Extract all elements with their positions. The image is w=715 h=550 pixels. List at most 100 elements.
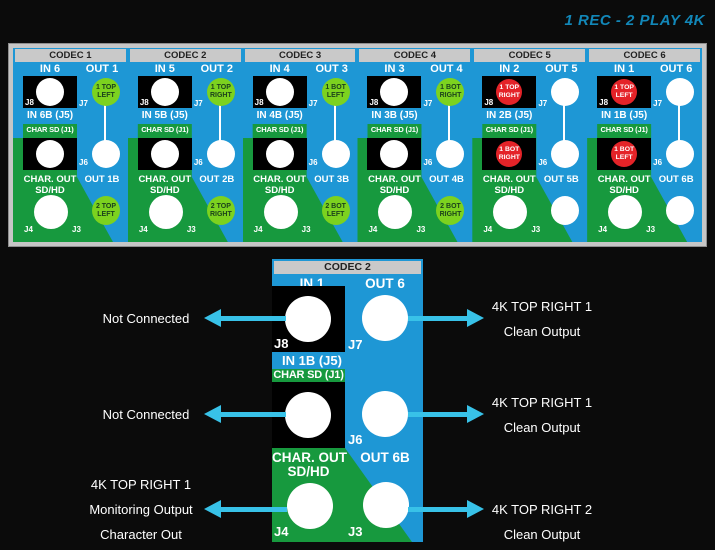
arrow-left-icon xyxy=(204,309,286,327)
out-label: OUT 2 xyxy=(200,63,234,75)
out-label: OUT 6 xyxy=(659,63,693,75)
out-b-circle xyxy=(206,140,235,168)
routing-pad-j7 xyxy=(551,78,580,106)
detail-char-out-label: CHAR. OUT xyxy=(272,450,347,465)
char-sd-jack-box xyxy=(137,138,192,170)
char-out-label: CHAR. OUT xyxy=(23,174,77,185)
sd-hd-label: SD/HD xyxy=(264,185,295,196)
jack-label-j6: J6 xyxy=(79,158,88,167)
jack-label-j7: J7 xyxy=(653,99,663,108)
jack-label-j3: J3 xyxy=(301,225,311,234)
char-sd-label: CHAR SD (J1) xyxy=(600,125,648,134)
detail-jack-j8-circle xyxy=(285,296,331,342)
jack-label-j4: J4 xyxy=(368,225,378,234)
label-line: 4K TOP RIGHT 1 xyxy=(491,395,593,410)
detail-jack-j3-circle xyxy=(363,482,409,528)
routing-pad-j7 xyxy=(666,78,695,106)
detail-out-b-label: OUT 6B xyxy=(360,450,410,465)
out-b-circle xyxy=(666,140,695,168)
jack-j6-circle xyxy=(150,140,179,168)
jack-label-j7: J7 xyxy=(423,99,433,108)
jack-label-j3: J3 xyxy=(531,225,541,234)
detail-jack-j6-circle xyxy=(285,392,331,438)
char-out-label: CHAR. OUT xyxy=(597,174,651,185)
jack-label-j4: J4 xyxy=(24,225,33,234)
jack-label-j7: J7 xyxy=(79,99,88,108)
detail-jack-label-j8: J8 xyxy=(274,336,289,351)
out-b-label: OUT 6B xyxy=(658,174,694,185)
jack-label-j6: J6 xyxy=(193,158,203,167)
out-b-label: OUT 5B xyxy=(543,174,579,185)
jack-j4-circle xyxy=(378,195,413,229)
routing-pad-j3 xyxy=(551,196,580,225)
detail-jack-label-j4: J4 xyxy=(274,524,289,539)
page-title: 1 REC - 2 PLAY 4K xyxy=(564,12,705,29)
out-b-label: OUT 1B xyxy=(84,174,120,185)
label-monitoring-output: 4K TOP RIGHT 1 Monitoring Output Charact… xyxy=(61,472,221,547)
jack-label-j4: J4 xyxy=(483,225,493,234)
arrow-right-icon xyxy=(408,405,484,423)
input-jack-box: J8 xyxy=(23,76,77,108)
detail-in-b-label: IN 1B (J5) xyxy=(282,353,342,368)
out-label: OUT 4 xyxy=(430,63,463,75)
routing-pad-j3 xyxy=(666,196,695,225)
out-b-circle xyxy=(321,140,350,168)
char-sd-label: CHAR SD (J1) xyxy=(256,125,304,134)
jack-j6-circle xyxy=(380,140,409,168)
label-line: Clean Output xyxy=(503,527,581,542)
jack-label-j7: J7 xyxy=(538,99,548,108)
jack-j4-circle xyxy=(148,195,183,229)
char-sd-label: CHAR SD (J1) xyxy=(26,125,74,134)
jack-j8-circle xyxy=(380,78,409,106)
in-b-label: IN 2B (J5) xyxy=(486,110,533,121)
detail-jack-j4-circle xyxy=(287,483,333,529)
out-b-circle xyxy=(551,140,580,168)
out-label: OUT 3 xyxy=(315,63,348,75)
out-b-label: OUT 4B xyxy=(429,174,464,185)
jack-label-j3: J3 xyxy=(186,225,196,234)
char-sd-jack-box xyxy=(252,138,307,170)
sd-hd-label: SD/HD xyxy=(35,185,65,196)
label-not-connected-middle: Not Connected xyxy=(102,407,190,422)
char-out-label: CHAR. OUT xyxy=(368,174,421,185)
jack-j8-circle xyxy=(36,78,64,106)
jack-label-j7: J7 xyxy=(193,99,203,108)
label-not-connected-top: Not Connected xyxy=(102,311,190,326)
in-b-label: IN 1B (J5) xyxy=(601,110,648,121)
input-jack-box: J8 xyxy=(137,76,192,108)
codec-header: CODEC 6 xyxy=(589,49,700,62)
label-line: 4K TOP RIGHT 1 xyxy=(90,477,192,492)
label-line: Monitoring Output xyxy=(89,502,193,517)
jack-j4-circle xyxy=(493,195,528,229)
detail-out-circle xyxy=(362,295,408,341)
label-line: Character Out xyxy=(100,527,182,542)
jack-label-j6: J6 xyxy=(653,158,663,167)
codec-header: CODEC 2 xyxy=(129,49,241,62)
jack-label-j8: J8 xyxy=(254,98,264,107)
jack-label-j6: J6 xyxy=(423,158,433,167)
out-label: OUT 1 xyxy=(85,63,119,75)
jack-j4-circle xyxy=(34,195,68,229)
jack-label-j4: J4 xyxy=(253,225,263,234)
label-clean-output-top: 4K TOP RIGHT 1 Clean Output xyxy=(462,294,622,344)
out-b-label: OUT 3B xyxy=(314,174,350,185)
jack-label-j6: J6 xyxy=(308,158,318,167)
char-sd-label: CHAR SD (J1) xyxy=(485,125,533,134)
connector-line xyxy=(563,92,566,154)
jack-label-j4: J4 xyxy=(598,225,608,234)
in-b-label: IN 6B (J5) xyxy=(26,110,74,121)
input-jack-box: J8 xyxy=(252,76,307,108)
jack-label-j3: J3 xyxy=(646,225,656,234)
